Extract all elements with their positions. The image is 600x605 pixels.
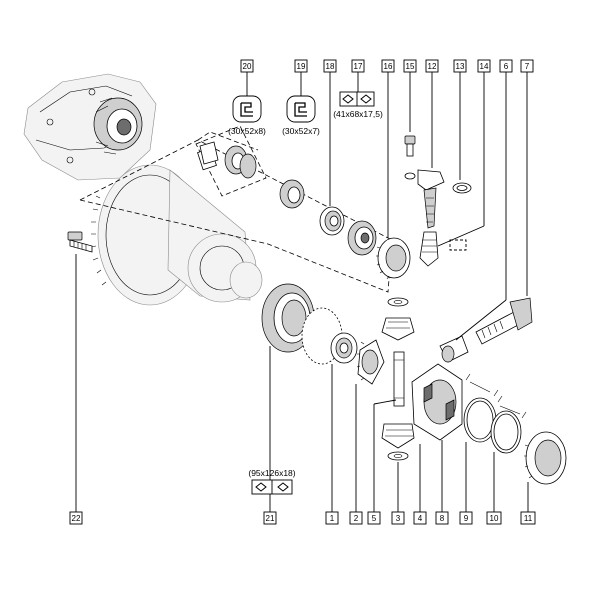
part-19-oil-seal	[279, 179, 305, 209]
dimension-bearing-17: (41x68x17,5)	[333, 109, 383, 119]
callout-21-label: 21	[266, 514, 275, 523]
callout-16-label: 16	[384, 62, 393, 71]
part-15-bolt	[404, 135, 416, 180]
callout-4: 4	[413, 511, 427, 525]
service-kit-icon	[199, 141, 219, 165]
part-11-drive-ring	[524, 431, 567, 485]
callout-15-label: 15	[406, 62, 415, 71]
callout-8-label: 8	[440, 514, 445, 523]
callout-3-label: 3	[396, 514, 401, 523]
part-9-circlip	[463, 397, 497, 443]
callout-20: 20	[240, 59, 254, 73]
callout-16: 16	[381, 59, 395, 73]
part-21-large-bearing	[261, 283, 343, 365]
callout-1-label: 1	[330, 514, 335, 523]
part-16-speedo-gear	[376, 237, 411, 280]
bearing-icon	[251, 479, 293, 495]
callout-7: 7	[520, 59, 534, 73]
part-5-pinion-shaft	[393, 351, 405, 407]
callout-2: 2	[349, 511, 363, 525]
callout-17-label: 17	[354, 62, 363, 71]
callout-11-label: 11	[524, 514, 533, 523]
part-12-pinion-housing	[417, 169, 445, 229]
callout-8: 8	[435, 511, 449, 525]
callout-12: 12	[425, 59, 439, 73]
callout-7-label: 7	[525, 62, 530, 71]
callout-17: 17	[351, 59, 365, 73]
callout-2-label: 2	[354, 514, 359, 523]
part-22-bolt	[67, 231, 93, 253]
dimension-seal-20: (30x52x8)	[228, 126, 266, 136]
dimension-seal-19: (30x52x7)	[282, 126, 320, 136]
part-18-ring	[319, 206, 345, 236]
gearbox-housing-illustration	[23, 73, 157, 181]
callout-14-label: 14	[480, 62, 489, 71]
leader-lines	[75, 72, 529, 512]
dimension-bearing-21: (95x126x18)	[248, 468, 295, 478]
part-6-pinion-bushing	[439, 335, 469, 363]
callout-6: 6	[499, 59, 513, 73]
callout-13-label: 13	[456, 62, 465, 71]
callout-12-label: 12	[428, 62, 437, 71]
part-3-planet-gear-lower	[381, 423, 415, 461]
part-2-side-gear	[356, 339, 385, 385]
assembly-frame-lower	[197, 131, 259, 151]
callout-6-label: 6	[504, 62, 509, 71]
part-17-bearing	[347, 220, 377, 256]
part-planet-gear-upper	[381, 297, 415, 341]
ring-gear-illustration	[90, 164, 263, 306]
callout-14: 14	[477, 59, 491, 73]
callout-18-label: 18	[326, 62, 335, 71]
bearing-icon	[339, 91, 375, 107]
callout-20-label: 20	[243, 62, 252, 71]
callout-15: 15	[403, 59, 417, 73]
callout-3: 3	[391, 511, 405, 525]
oil-seal-icon	[232, 95, 262, 123]
part-8-differential-case	[411, 363, 463, 441]
callout-4-label: 4	[418, 514, 423, 523]
callout-19-label: 19	[297, 62, 306, 71]
part-1-thrust-washer	[330, 332, 358, 364]
part-14-pinion-gear	[419, 231, 467, 267]
callout-1: 1	[325, 511, 339, 525]
part-7-drive-pinion	[475, 297, 533, 345]
callout-9: 9	[459, 511, 473, 525]
callout-18: 18	[323, 59, 337, 73]
callout-19: 19	[294, 59, 308, 73]
callout-10: 10	[486, 511, 502, 525]
callout-13: 13	[453, 59, 467, 73]
dimension-arrows	[465, 373, 527, 419]
callout-11: 11	[520, 511, 536, 525]
callout-22: 22	[69, 511, 83, 525]
callout-5-label: 5	[372, 514, 377, 523]
callout-9-label: 9	[464, 514, 469, 523]
callout-21: 21	[263, 511, 277, 525]
callout-10-label: 10	[490, 514, 499, 523]
callout-5: 5	[367, 511, 381, 525]
callout-22-label: 22	[72, 514, 81, 523]
part-13-o-ring	[452, 182, 472, 194]
oil-seal-icon	[286, 95, 316, 123]
part-10-circlip	[490, 410, 522, 454]
